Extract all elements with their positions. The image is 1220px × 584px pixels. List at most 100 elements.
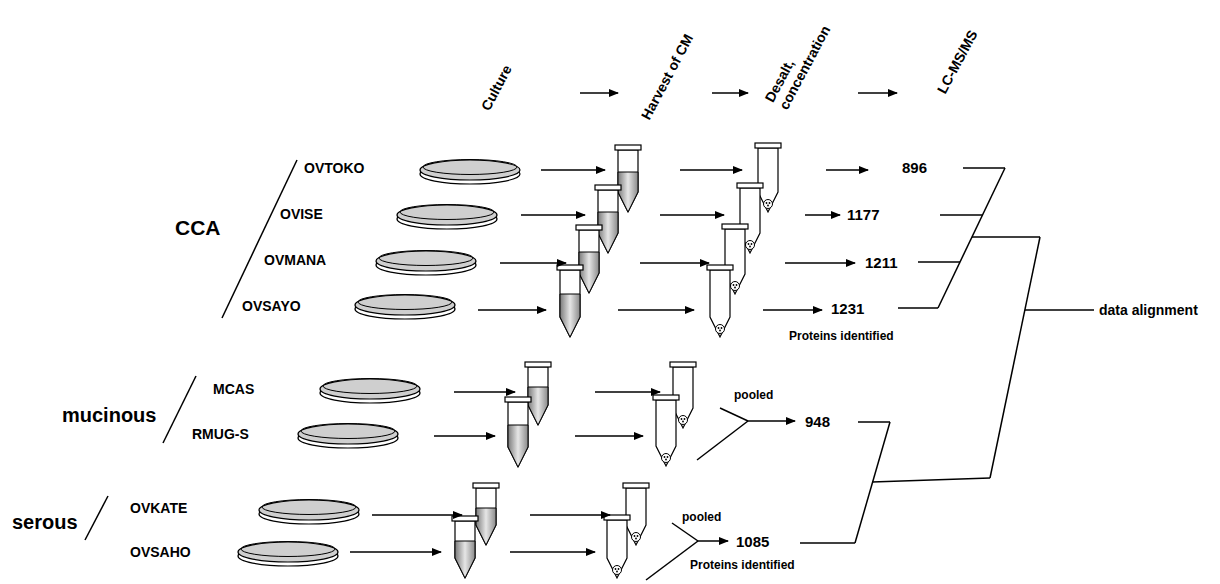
process-arrow — [660, 214, 724, 216]
protein-count: 1085 — [736, 533, 769, 550]
process-arrow — [640, 262, 709, 264]
step-arrow — [712, 92, 748, 94]
conditioned-medium — [455, 541, 475, 578]
tube-cap — [525, 362, 551, 367]
pellet-dot — [766, 202, 768, 204]
tube-body — [618, 150, 638, 212]
pellet-dot — [733, 284, 735, 286]
pellet-dot — [684, 418, 686, 420]
step-arrow — [580, 92, 618, 94]
tube-body — [528, 367, 548, 425]
tube-body — [607, 520, 627, 578]
process-arrow — [826, 169, 868, 171]
protein-pellet — [746, 241, 755, 250]
culture-dish-medium — [355, 295, 455, 315]
bracket-line — [858, 421, 890, 423]
culture-dish-rim — [400, 205, 494, 220]
pool-arrow — [698, 540, 728, 542]
protein-count: 1211 — [865, 254, 898, 271]
conditioned-medium — [598, 212, 618, 253]
pellet-dot — [637, 535, 639, 537]
process-arrow — [478, 309, 546, 311]
tube-body — [598, 190, 618, 253]
protein-pellet — [613, 566, 622, 575]
pellet-dot — [767, 205, 769, 207]
bracket-line — [800, 542, 855, 544]
pellet-dot — [681, 418, 683, 420]
bracket-line — [918, 261, 960, 263]
group-label: CCA — [175, 216, 221, 240]
culture-dish-rim — [358, 295, 452, 310]
pellet-dot — [615, 568, 617, 570]
note: Proteins identified — [690, 559, 795, 573]
culture-dish-medium — [259, 500, 359, 520]
pellet-dot — [635, 538, 637, 540]
process-arrow — [805, 214, 840, 216]
culture-dish-medium — [420, 160, 520, 180]
culture-dish-rim — [379, 251, 473, 266]
bracket-line — [872, 478, 990, 482]
conditioned-medium — [528, 387, 548, 425]
tube-cap — [557, 265, 583, 270]
cell-line: OVISE — [280, 206, 323, 222]
process-arrow — [510, 551, 595, 553]
column-header: Harvest of CM — [638, 31, 696, 122]
group-label: mucinous — [62, 404, 156, 427]
protein-count: 1177 — [847, 206, 880, 223]
tube-body — [710, 270, 730, 337]
cell-line: OVSAYO — [242, 298, 301, 314]
conditioned-medium — [579, 252, 599, 293]
tube-body — [758, 148, 778, 212]
protein-count: 948 — [805, 413, 830, 430]
group-slash — [163, 376, 196, 443]
cell-line: RMUG-S — [192, 426, 249, 442]
pellet-dot — [769, 202, 771, 204]
process-arrow — [372, 514, 462, 516]
process-arrow — [454, 391, 515, 393]
process-arrow — [530, 514, 610, 516]
pellet-dot — [749, 246, 751, 248]
culture-dish-medium — [298, 424, 398, 444]
pellet-dot — [665, 459, 667, 461]
tube-body — [455, 521, 475, 578]
tube-cap — [755, 143, 781, 148]
pellet-dot — [748, 243, 750, 245]
culture-dish-medium — [397, 205, 497, 225]
note: pooled — [682, 511, 721, 525]
cell-line: MCAS — [213, 381, 254, 397]
protein-pellet — [679, 416, 688, 425]
tube-cap — [576, 225, 602, 230]
protein-pellet — [662, 454, 671, 463]
tube-cap — [615, 145, 641, 150]
tube-cap — [737, 183, 763, 188]
culture-dish-rim — [241, 542, 335, 557]
bracket-line — [1025, 309, 1094, 311]
protein-pellet — [731, 282, 740, 291]
process-arrow — [350, 551, 441, 553]
pellet-dot — [719, 330, 721, 332]
column-header: Culture — [478, 62, 515, 113]
bracket-line — [898, 307, 938, 309]
pellet-dot — [718, 327, 720, 329]
tube-body — [579, 230, 599, 293]
process-arrow — [680, 169, 742, 171]
culture-dish-medium — [320, 379, 420, 399]
tube-body — [476, 488, 496, 545]
column-header: LC-MS/MS — [934, 27, 981, 96]
tube-cap — [653, 395, 679, 400]
bracket-line — [963, 167, 1005, 169]
bracket-line — [938, 168, 1005, 308]
bracket-line — [972, 236, 1040, 238]
conditioned-medium — [508, 425, 528, 467]
pool-line — [720, 408, 748, 421]
cell-line: OVMANA — [264, 252, 326, 268]
tube-cap — [707, 265, 733, 270]
tube-cap — [623, 483, 649, 488]
tube-cap — [452, 516, 478, 521]
bracket-line — [990, 237, 1040, 478]
cell-line: OVKATE — [130, 500, 187, 516]
process-arrow — [434, 435, 495, 437]
cell-line: OVTOKO — [304, 160, 364, 176]
process-arrow — [618, 309, 694, 311]
